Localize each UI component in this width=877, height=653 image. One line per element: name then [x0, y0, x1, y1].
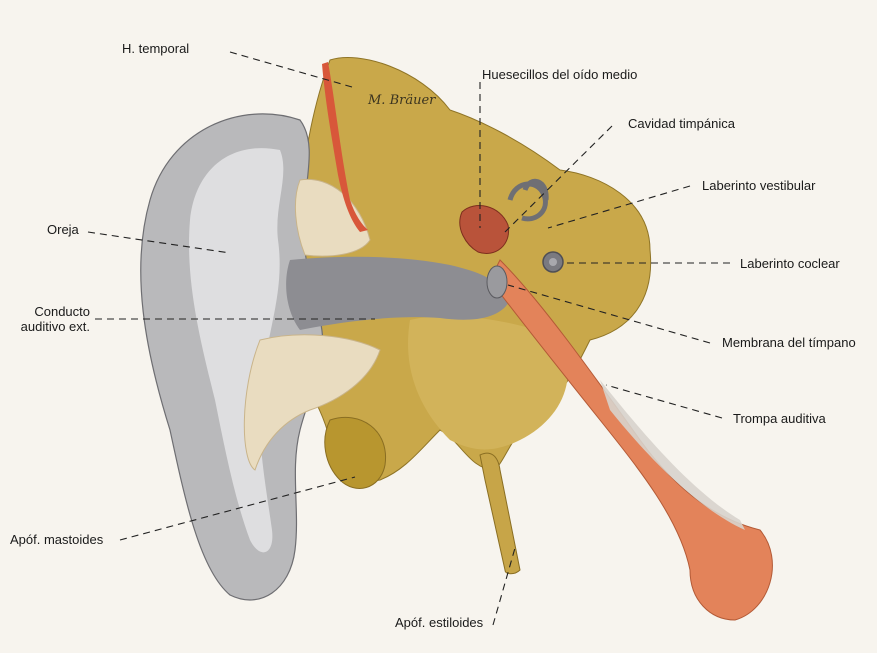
artist-signature: M. Bräuer — [367, 93, 436, 108]
leader-trompa — [605, 384, 723, 419]
label-huesecillos: Huesecillos del oído medio — [482, 67, 638, 82]
petrous-lower — [408, 316, 568, 450]
leader-cavidad — [504, 125, 613, 233]
ossicles — [459, 205, 510, 254]
label-h-temporal: H. temporal — [122, 41, 190, 56]
leader-mastoides — [119, 476, 356, 541]
label-membrana-timpano: Membrana del tímpano — [722, 335, 856, 350]
cartilage-upper — [295, 178, 371, 257]
cochlea-inner — [549, 258, 557, 266]
label-trompa-auditiva: Trompa auditiva — [733, 411, 826, 426]
label-cavidad-timpanica: Cavidad timpánica — [628, 116, 735, 131]
label-laberinto-coclear: Laberinto coclear — [740, 256, 840, 271]
ear-canal — [286, 256, 510, 330]
mastoid-process — [324, 416, 387, 489]
leader-vestibular — [547, 185, 691, 229]
label-apof-mastoides: Apóf. mastoides — [10, 532, 104, 547]
leader-h-temporal — [229, 51, 353, 88]
leader-estiloides — [492, 547, 516, 626]
temporal-vessel — [322, 62, 368, 232]
cartilage-lower — [243, 334, 381, 471]
auditory-tube-cartilage — [600, 380, 745, 530]
label-oreja: Oreja — [47, 222, 79, 237]
label-laberinto-vestibular: Laberinto vestibular — [702, 178, 816, 193]
styloid-process — [479, 452, 521, 575]
vestibular-labyrinth — [507, 178, 549, 222]
label-conducto-auditivo: Conducto auditivo ext. — [20, 304, 90, 334]
tympanic-membrane — [486, 265, 508, 299]
label-apof-estiloides: Apóf. estiloides — [395, 615, 484, 630]
